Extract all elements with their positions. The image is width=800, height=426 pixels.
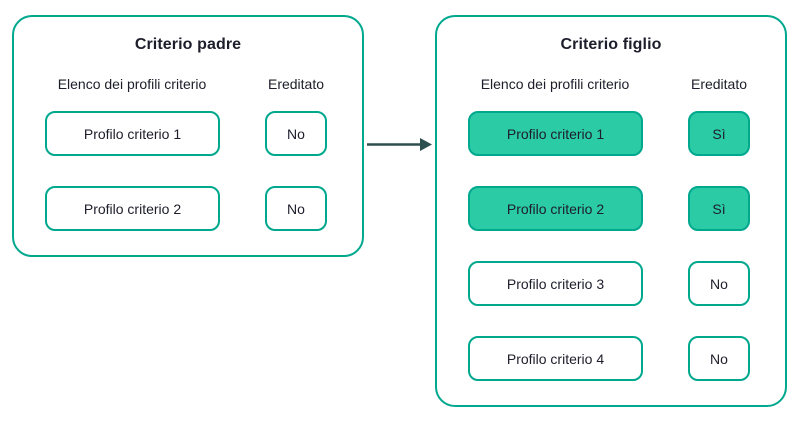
inheritance-arrow-icon: [367, 136, 433, 153]
child-inherited-column-header: Ereditato: [690, 76, 748, 92]
parent-policy-title: Criterio padre: [134, 36, 242, 53]
parent-policy-panel: Criterio padre Elenco dei profili criter…: [12, 15, 364, 257]
child-inherited-badge-1: Sì: [688, 111, 750, 156]
child-policy-panel: Criterio figlio Elenco dei profili crite…: [435, 15, 787, 407]
child-profile-box-3: Profilo criterio 3: [468, 261, 643, 306]
parent-inherited-badge-1: No: [265, 111, 327, 156]
parent-profiles-column-header: Elenco dei profili criterio: [57, 76, 207, 92]
child-inherited-badge-3: No: [688, 261, 750, 306]
parent-inherited-column-header: Ereditato: [267, 76, 325, 92]
child-profile-box-2: Profilo criterio 2: [468, 186, 643, 231]
child-inherited-badge-2: Sì: [688, 186, 750, 231]
child-inherited-badge-4: No: [688, 336, 750, 381]
child-profile-box-4: Profilo criterio 4: [468, 336, 643, 381]
parent-profile-box-2: Profilo criterio 2: [45, 186, 220, 231]
child-profiles-column-header: Elenco dei profili criterio: [480, 76, 630, 92]
parent-inherited-badge-2: No: [265, 186, 327, 231]
child-policy-title: Criterio figlio: [560, 36, 662, 53]
parent-profile-box-1: Profilo criterio 1: [45, 111, 220, 156]
child-profile-box-1: Profilo criterio 1: [468, 111, 643, 156]
